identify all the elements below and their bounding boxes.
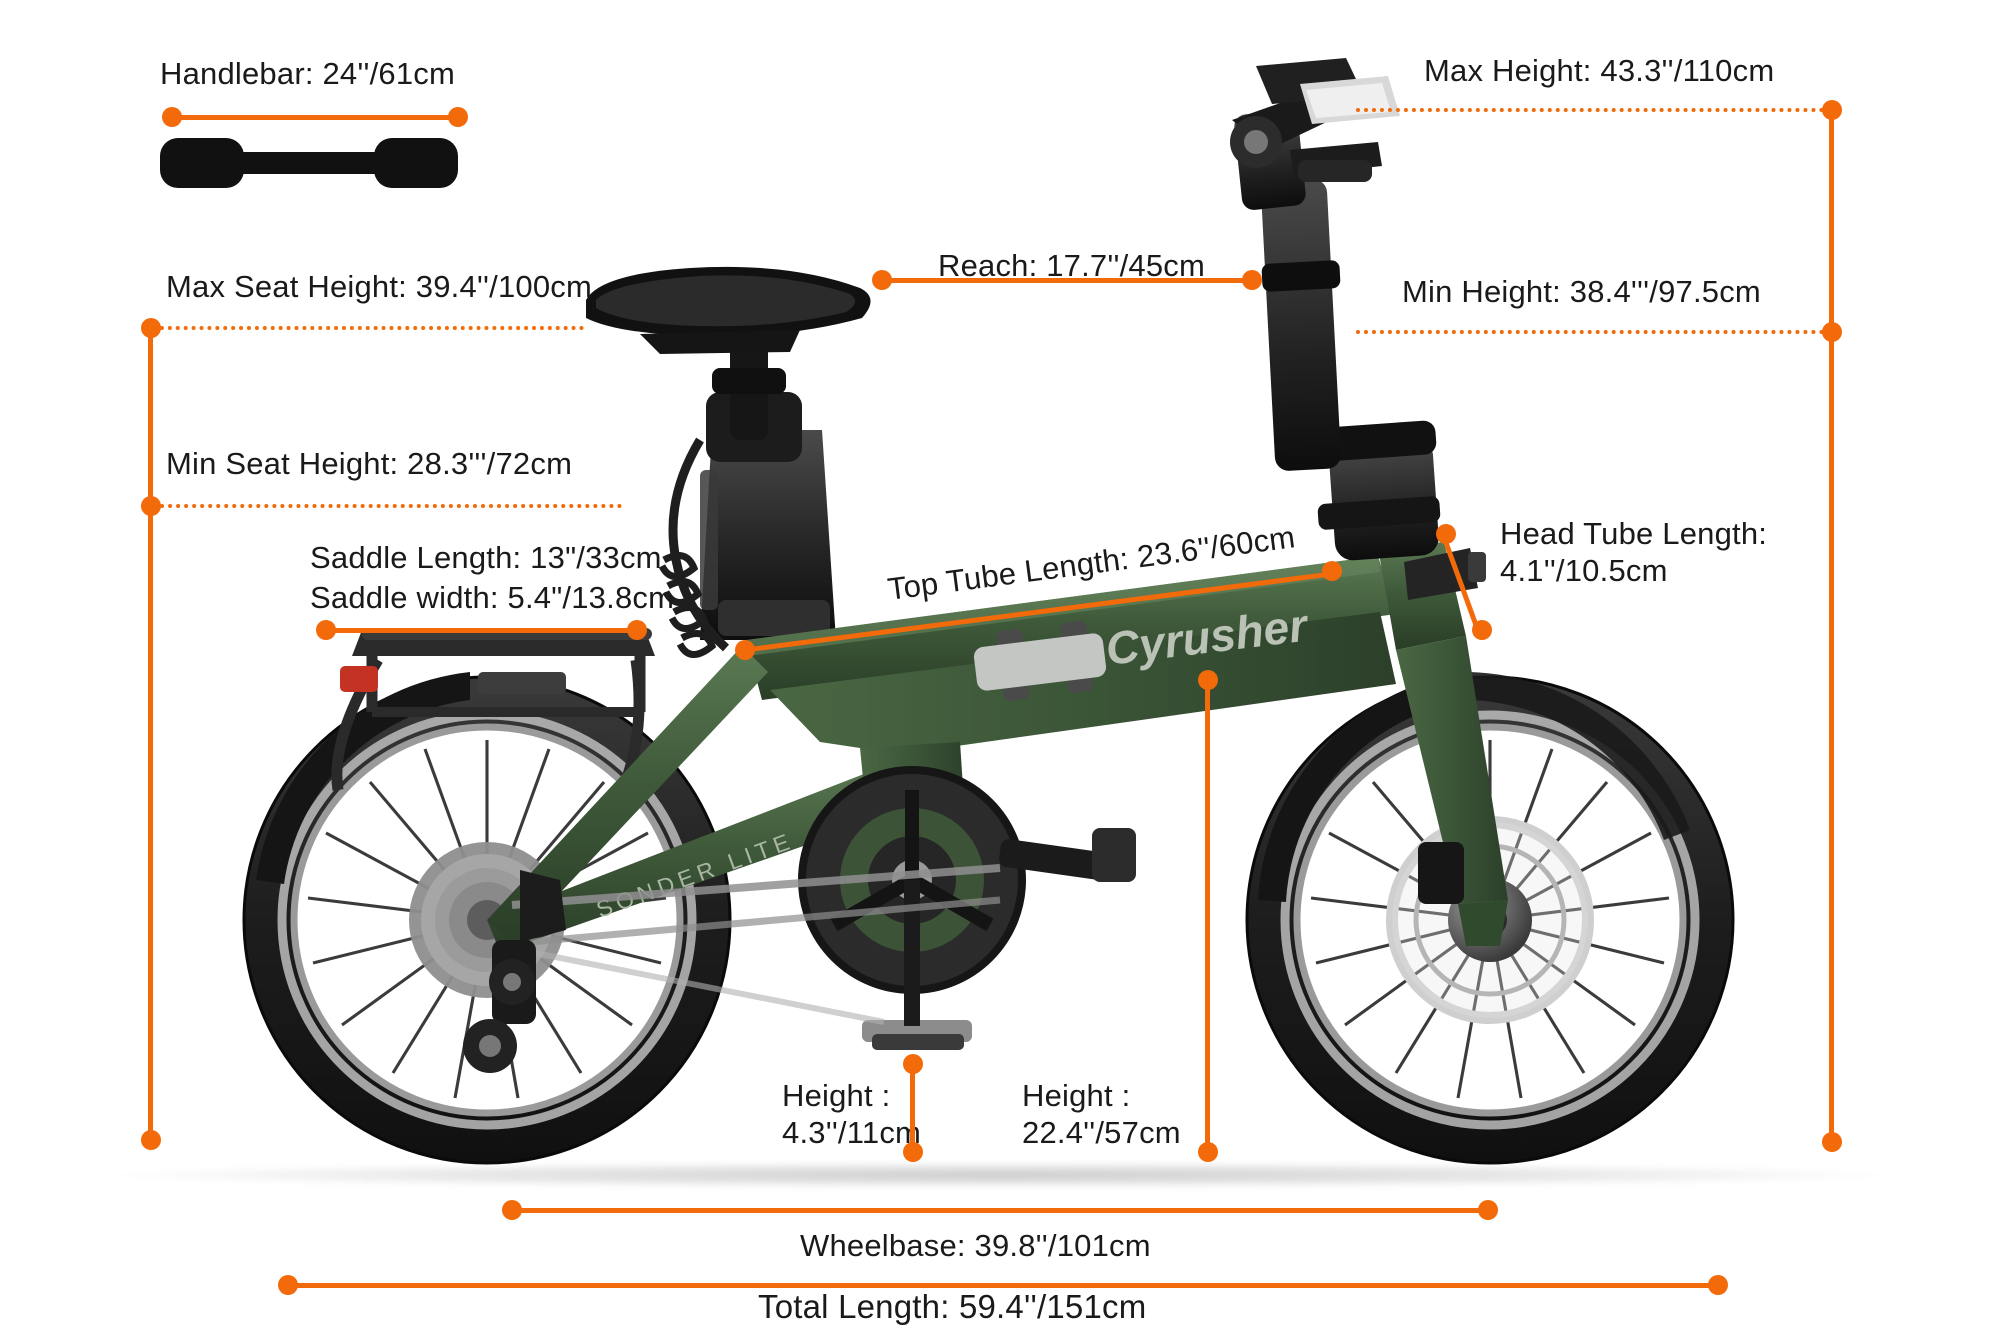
head-tube-dot-bottom bbox=[1472, 620, 1492, 640]
saddle-measure-dot-right bbox=[627, 620, 647, 640]
label-min-height: Min Height: 38.4'''/97.5cm bbox=[1402, 274, 1761, 309]
wheelbase-dot-left bbox=[502, 1200, 522, 1220]
label-max-height: Max Height: 43.3''/110cm bbox=[1424, 53, 1775, 88]
height-mid-dot-bottom bbox=[1198, 1142, 1218, 1162]
crankset bbox=[798, 766, 1136, 1050]
rear-fender bbox=[256, 672, 470, 884]
rear-derailleur bbox=[463, 870, 566, 1073]
height-low-measure-line bbox=[910, 1062, 915, 1152]
label-handlebar: Handlebar: 24''/61cm bbox=[160, 56, 456, 91]
handlebar-measure-line bbox=[170, 115, 458, 120]
label-height-mid: Height : 22.4''/57cm bbox=[1022, 1078, 1181, 1150]
label-head-tube-length: Head Tube Length: 4.1''/10.5cm bbox=[1500, 516, 1768, 588]
label-saddle-length: Saddle Length: 13"/33cm bbox=[310, 540, 662, 575]
label-wheelbase: Wheelbase: 39.8''/101cm bbox=[800, 1228, 1151, 1263]
head-tube-dot-top bbox=[1436, 524, 1456, 544]
top-tube-dot-right bbox=[1322, 561, 1342, 581]
frame: Cyrusher SONDER LITE bbox=[487, 556, 1396, 952]
max-height-dotted-line bbox=[1356, 108, 1832, 112]
reach-measure-dot-left bbox=[872, 270, 892, 290]
right-vertical-min-height bbox=[1829, 326, 1834, 1146]
saddle-measure-dot-left bbox=[316, 620, 336, 640]
label-saddle-width: Saddle width: 5.4"/13.8cm bbox=[310, 580, 675, 615]
label-max-seat-height: Max Seat Height: 39.4''/100cm bbox=[166, 269, 593, 304]
left-vertical-min-seat bbox=[148, 500, 153, 1144]
left-vertical-max-seat bbox=[148, 324, 153, 504]
top-tube-dot-left bbox=[735, 640, 755, 660]
height-mid-dot-top bbox=[1198, 670, 1218, 690]
left-vertical-bottom-dot bbox=[141, 1130, 161, 1150]
right-vertical-max-height bbox=[1829, 106, 1834, 330]
total-length-dot-right bbox=[1708, 1275, 1728, 1295]
total-length-measure-line bbox=[286, 1283, 1718, 1288]
fork-and-head-tube bbox=[1261, 179, 1508, 946]
height-mid-measure-line bbox=[1205, 678, 1210, 1152]
ground-shadow bbox=[120, 1162, 1880, 1188]
min-height-dotted-line bbox=[1356, 330, 1832, 334]
saddle-measure-line bbox=[325, 628, 637, 633]
right-vertical-bottom-dot bbox=[1822, 1132, 1842, 1152]
label-reach: Reach: 17.7''/45cm bbox=[938, 248, 1206, 283]
max-seat-height-dotted-line bbox=[152, 326, 584, 330]
wheelbase-measure-line bbox=[510, 1208, 1488, 1213]
saddle-assembly bbox=[586, 266, 871, 440]
label-height-low: Height : 4.3''/11cm bbox=[782, 1078, 922, 1150]
wheelbase-dot-right bbox=[1478, 1200, 1498, 1220]
reach-measure-line bbox=[880, 278, 1252, 283]
height-low-dot-top bbox=[903, 1054, 923, 1074]
cockpit bbox=[1230, 58, 1400, 210]
handlebar-measure-dot-right bbox=[448, 107, 468, 127]
height-low-dot-bottom bbox=[903, 1142, 923, 1162]
label-total-length: Total Length: 59.4''/151cm bbox=[758, 1288, 1147, 1325]
frame-badge bbox=[973, 633, 1107, 691]
reach-measure-dot-right bbox=[1242, 270, 1262, 290]
min-seat-height-dotted-line bbox=[152, 504, 622, 508]
total-length-dot-left bbox=[278, 1275, 298, 1295]
label-min-seat-height: Min Seat Height: 28.3'''/72cm bbox=[166, 446, 573, 481]
handlebar-measure-dot-left bbox=[162, 107, 182, 127]
